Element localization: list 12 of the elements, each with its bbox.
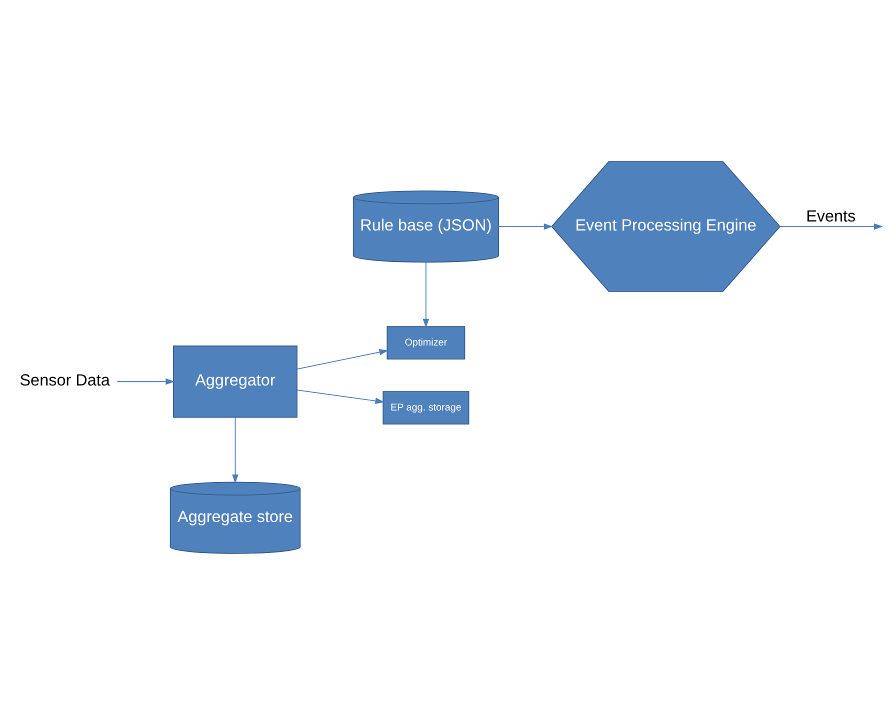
- node-box: Optimizer: [386, 326, 466, 360]
- arrow: [116, 378, 175, 385]
- arrow: [780, 223, 884, 230]
- node-text: Sensor Data: [20, 372, 110, 390]
- arrow: [296, 349, 388, 370]
- edge-label: Events: [806, 207, 856, 226]
- arrow: [296, 390, 384, 404]
- node-box: Aggregator: [173, 346, 298, 418]
- node-box: EP agg. storage: [382, 391, 470, 424]
- arrow: [232, 416, 238, 484]
- arrow: [498, 223, 553, 230]
- arrow: [422, 262, 430, 328]
